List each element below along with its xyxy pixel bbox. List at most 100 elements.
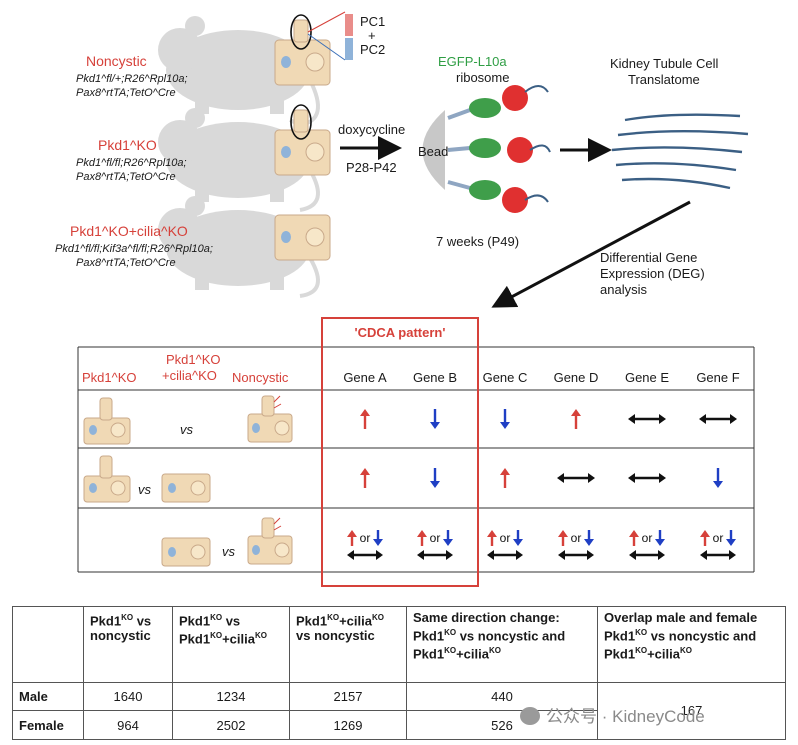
treatment-window-label: P28-P42: [346, 160, 397, 175]
watermark-text: 公众号 · KidneyCode: [546, 707, 705, 726]
female-same-direction: 526: [406, 710, 598, 740]
arrow-r1-c6-bidirectional-arrow-head-right: [730, 414, 737, 424]
arrow-r1-c3-down-arrow-head: [500, 422, 510, 429]
deg-label-1: Differential Gene: [600, 250, 697, 265]
header-pkd1ko-vs-noncystic: Pkd1KO vs noncystic: [83, 606, 173, 683]
arrow-r3-c4-down-arrow-head: [584, 539, 594, 546]
arrow-r3-c6-or-label: or: [713, 531, 724, 545]
gene-header-c: Gene C: [483, 370, 528, 385]
arrow-r3-c1-down-arrow-head: [373, 539, 383, 546]
group-label-noncystic: Noncystic: [86, 53, 147, 69]
gene-header-d: Gene D: [554, 370, 599, 385]
female-ciliako-vs-noncystic: 1269: [289, 710, 407, 740]
vs-row2: vs: [138, 482, 152, 497]
table-row: Female 964 2502 1269 526: [12, 710, 786, 740]
genotype-pkd1ko-ciliako-1: Pkd1^fl/fl;Kif3a^fl/fl;R26^Rpl10a;: [55, 243, 213, 255]
gene-header-b: Gene B: [413, 370, 457, 385]
header-same-direction: Same direction change: Pkd1KO vs noncyst…: [406, 606, 598, 683]
arrow-r3-c4-bidirectional-arrow-head-right: [587, 550, 594, 560]
cell-pkd1ko-row2: [83, 455, 131, 503]
overlap-count: 167: [597, 681, 786, 741]
arrow-r3-c2-down-arrow-head: [443, 539, 453, 546]
col-header-pkd1ko: Pkd1^KO: [82, 370, 137, 385]
male-same-direction: 440: [406, 681, 598, 712]
arrow-r3-c5-down-arrow-head: [655, 539, 665, 546]
arrow-r2-c6-down-arrow-head: [713, 481, 723, 488]
male-pkd1ko-vs-ciliako: 1234: [172, 681, 290, 712]
female-pkd1ko-vs-ciliako: 2502: [172, 710, 290, 740]
arrow-r1-c5-bidirectional-arrow-head-left: [628, 414, 635, 424]
genotype-noncystic-1: Pkd1^fl/+;R26^Rpl10a;: [76, 73, 188, 85]
cell-pkd1ko-top: [274, 104, 331, 176]
wechat-icon: [520, 707, 540, 725]
col-header-pkd1ko-cilia-1: Pkd1^KO: [166, 352, 221, 367]
arrow-r3-c4-or-label: or: [571, 531, 582, 545]
genotype-pkd1ko-ciliako-2: Pax8^rtTA;TetO^Cre: [76, 257, 176, 269]
arrow-r3-c3-bidirectional-arrow-head-right: [516, 550, 523, 560]
table-header-row: Pkd1KO vs noncystic Pkd1KO vs Pkd1KO+cil…: [12, 606, 786, 683]
row-label-male: Male: [12, 681, 84, 712]
cdca-pattern-title: 'CDCA pattern': [355, 325, 446, 340]
treatment-label: doxycycline: [338, 122, 405, 137]
watermark: 公众号 · KidneyCode: [520, 702, 705, 727]
arrow-r3-c6-up-arrow-head: [700, 530, 710, 537]
arrow-r3-c2-or-label: or: [430, 531, 441, 545]
arrow-r2-c2-down-arrow-head: [430, 481, 440, 488]
vs-row1: vs: [180, 422, 194, 437]
pc-plus-label: +: [368, 28, 376, 43]
mouse-noncystic: [158, 16, 320, 128]
arrow-r3-c1-bidirectional-arrow-head-left: [347, 550, 354, 560]
gene-header-a: Gene A: [343, 370, 387, 385]
cell-ciliako-row3: [161, 537, 211, 567]
pc2-label: PC2: [360, 42, 385, 57]
arrow-r3-c3-or-label: or: [500, 531, 511, 545]
arrow-r3-c4-bidirectional-arrow-head-left: [558, 550, 565, 560]
arrow-r3-c5-or-label: or: [642, 531, 653, 545]
pattern-grid: [77, 346, 755, 573]
vs-row3: vs: [222, 544, 236, 559]
timepoint-label: 7 weeks (P49): [436, 234, 519, 249]
arrow-r2-c4-bidirectional-arrow-head-right: [588, 473, 595, 483]
arrow-r2-c5-bidirectional-arrow-head-left: [628, 473, 635, 483]
row-label-female: Female: [12, 710, 84, 740]
col-header-pkd1ko-cilia-2: +cilia^KO: [162, 368, 217, 383]
mouse-pkd1ko-ciliako: [158, 196, 320, 298]
arrow-r2-c5-bidirectional-arrow-head-right: [659, 473, 666, 483]
arrow-r1-c6-bidirectional-arrow-head-left: [699, 414, 706, 424]
arrow-r3-c1-bidirectional-arrow-head-right: [376, 550, 383, 560]
mouse-pkd1ko: [158, 108, 320, 212]
arrow-r2-c1-up-arrow-head: [360, 468, 370, 475]
mrna-strands: [611, 113, 749, 190]
cell-noncystic-row1: [247, 395, 293, 443]
male-ciliako-vs-noncystic: 2157: [289, 681, 407, 712]
bead-label: Bead: [418, 144, 448, 159]
arrow-r1-c2-down-arrow-head: [430, 422, 440, 429]
table-corner: [12, 606, 84, 683]
gene-header-f: Gene F: [696, 370, 739, 385]
col-header-noncystic: Noncystic: [232, 370, 289, 385]
arrow-r1-c1-up-arrow-head: [360, 409, 370, 416]
arrow-r1-c5-bidirectional-arrow-head-right: [659, 414, 666, 424]
deg-counts-table: Pkd1KO vs noncystic Pkd1KO vs Pkd1KO+cil…: [12, 606, 786, 741]
header-pkd1ko-vs-ciliako: Pkd1KO vs Pkd1KO+ciliaKO: [172, 606, 290, 683]
ribosome-label-1: EGFP-L10a: [438, 54, 507, 69]
deg-label-2: Expression (DEG): [600, 266, 705, 281]
header-overlap: Overlap male and female Pkd1KO vs noncys…: [597, 606, 786, 683]
arrow-r3-c3-bidirectional-arrow-head-left: [487, 550, 494, 560]
cell-pkd1ko-row1: [83, 397, 131, 445]
arrow-r3-c3-up-arrow-head: [487, 530, 497, 537]
arrow-r2-c3-up-arrow-head: [500, 468, 510, 475]
arrow-r2-c4-bidirectional-arrow-head-left: [557, 473, 564, 483]
male-pkd1ko-vs-noncystic: 1640: [83, 681, 173, 712]
deg-arrow: [491, 200, 691, 308]
genotype-noncystic-2: Pax8^rtTA;TetO^Cre: [76, 87, 176, 99]
cell-noncystic-top: [274, 11, 346, 86]
arrow-r3-c5-bidirectional-arrow-head-right: [658, 550, 665, 560]
arrow-r3-c2-up-arrow-head: [417, 530, 427, 537]
pc-proteins: [345, 14, 353, 60]
cell-pkd1ko-ciliako-top: [274, 214, 331, 261]
arrow-r3-c2-bidirectional-arrow-head-left: [417, 550, 424, 560]
arrow-r3-c5-bidirectional-arrow-head-left: [629, 550, 636, 560]
arrow-r3-c2-bidirectional-arrow-head-right: [446, 550, 453, 560]
